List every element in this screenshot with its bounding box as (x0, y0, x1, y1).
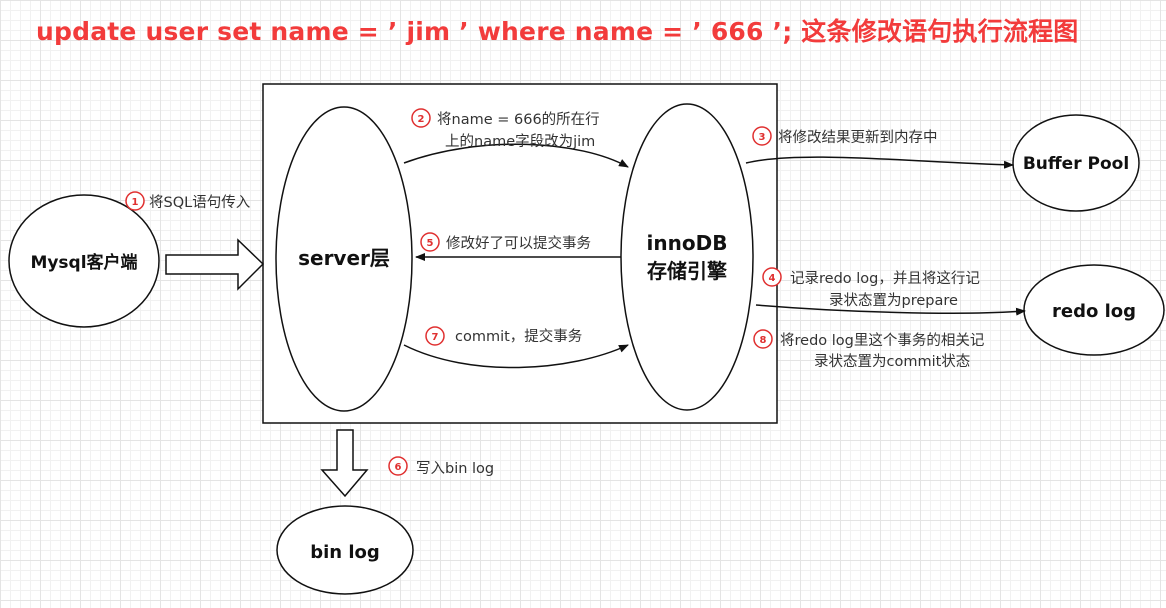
svg-text:5: 5 (427, 238, 434, 249)
step-5-label: 修改好了可以提交事务 (446, 234, 591, 252)
step-2-label-line-1: 将name = 666的所在行 (437, 111, 600, 128)
svg-text:1: 1 (132, 197, 139, 208)
svg-text:3: 3 (759, 132, 766, 143)
svg-text:4: 4 (769, 273, 776, 284)
server-layer-label: server层 (298, 246, 390, 270)
step-7-badge: 7 (425, 326, 445, 346)
step-1-label: 将SQL语句传入 (149, 194, 250, 211)
server-layer-node (275, 106, 413, 412)
block-arrow-right (165, 238, 265, 291)
step-3-badge: 3 (752, 126, 772, 146)
svg-text:7: 7 (432, 332, 439, 343)
client-label: Mysql客户端 (30, 252, 137, 273)
block-arrow-down (320, 429, 369, 498)
svg-text:6: 6 (395, 462, 402, 473)
arrow-step-2 (403, 143, 629, 168)
step-8-badge: 8 (753, 329, 773, 349)
step-4-label-line-2: 录状态置为prepare (829, 292, 958, 309)
bin-log-label: bin log (310, 542, 380, 563)
step-4-badge: 4 (762, 267, 782, 287)
step-6-label: 写入bin log (416, 461, 494, 477)
step-6-badge: 6 (388, 456, 408, 476)
arrow-step-7 (403, 344, 629, 369)
step-8-label-line-1: 将redo log里这个事务的相关记 (780, 332, 984, 349)
step-5-badge: 5 (420, 232, 440, 252)
step-3-label: 将修改结果更新到内存中 (778, 129, 938, 146)
step-4-label-line-1: 记录redo log，并且将这行记 (790, 270, 980, 287)
bin-log-node (276, 505, 414, 595)
arrow-step-3 (745, 156, 1014, 169)
svg-text:8: 8 (760, 335, 767, 346)
step-2-label-line-2: 上的name字段改为jim (445, 133, 595, 150)
step-2-badge: 2 (411, 108, 431, 128)
step-8-label-line-2: 录状态置为commit状态 (814, 353, 970, 370)
diagram-title: update user set name = ’ jim ’ where nam… (36, 17, 1079, 46)
innodb-label-line-1: innoDB (647, 231, 728, 255)
svg-text:2: 2 (418, 114, 425, 125)
redo-log-label: redo log (1052, 301, 1136, 322)
step-7-label: commit，提交事务 (455, 327, 582, 345)
arrow-step-4 (755, 304, 1026, 316)
buffer-pool-label: Buffer Pool (1023, 154, 1129, 174)
step-1-badge: 1 (125, 191, 145, 211)
client-node (8, 194, 160, 328)
innodb-node (620, 103, 754, 411)
innodb-label-line-2: 存储引擎 (647, 259, 727, 283)
